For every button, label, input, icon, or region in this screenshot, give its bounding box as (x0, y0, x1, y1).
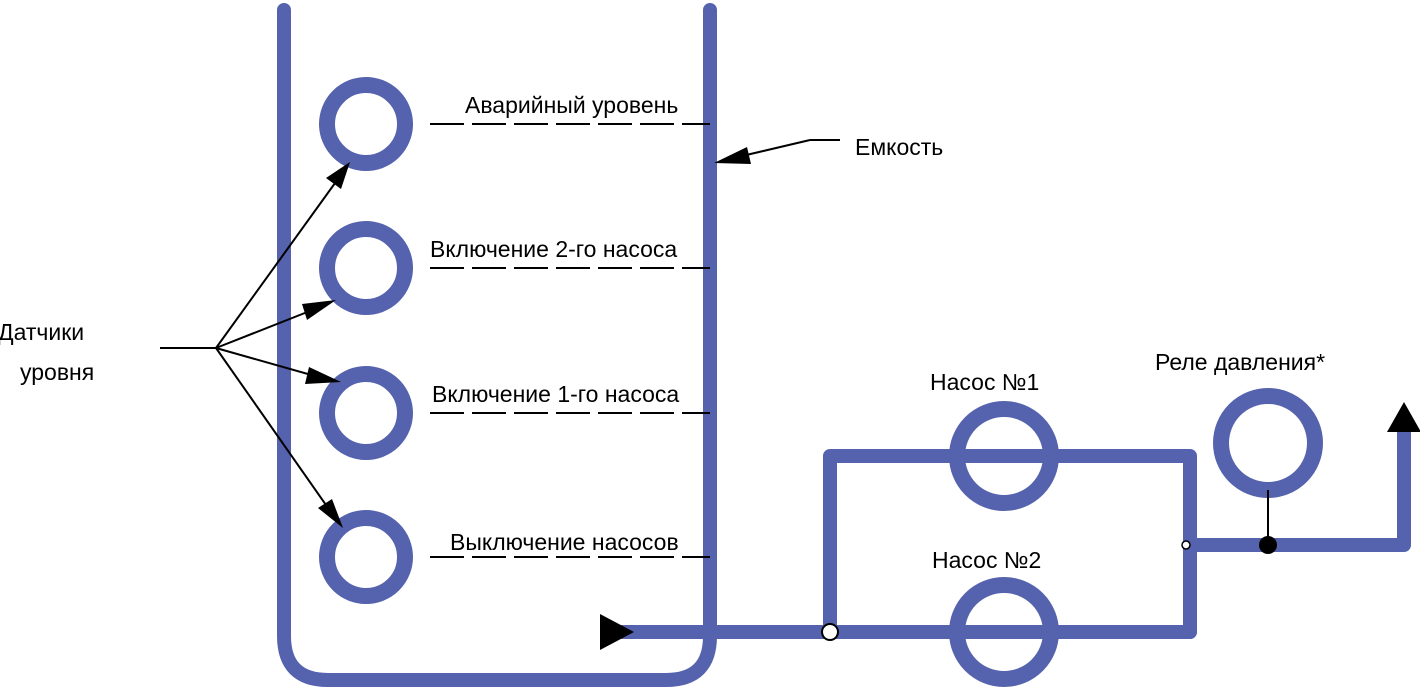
pipe-junction (821, 623, 839, 641)
pump-1 (949, 401, 1059, 511)
arrowhead-icon (326, 162, 350, 189)
pump-2 (949, 577, 1059, 687)
pump-bypass-loop (823, 449, 1197, 639)
tank-callout-line (741, 139, 811, 157)
pumps-off-label: Выключение насосов (450, 529, 679, 555)
sensor-arrow-line-4 (215, 347, 334, 516)
pressure-relay (1213, 388, 1323, 498)
tank-label: Емкость (855, 134, 943, 160)
arrowhead-icon (714, 147, 751, 164)
tank-wall (277, 3, 717, 687)
inlet-arrow-icon (600, 614, 634, 650)
sensor-arrow-line-1 (215, 171, 344, 349)
arrowhead-icon (318, 499, 343, 528)
pressure-relay-junction (1259, 536, 1277, 554)
level-sensor-pump1-on (319, 366, 413, 460)
sensors-label-line2: уровня (20, 359, 94, 385)
sensors-label-line1: Датчики (0, 319, 84, 345)
level-sensor-pumps-off (319, 510, 413, 604)
level-sensor-pump2-on (319, 221, 413, 315)
arrowhead-icon (305, 367, 341, 384)
emergency-level-label: Аварийный уровень (465, 92, 678, 118)
pump2-on-label: Включение 2-го насоса (430, 236, 677, 262)
arrowhead-icon (302, 300, 336, 320)
outlet-arrow-icon (1387, 402, 1420, 432)
pump-2-label: Насос №2 (932, 547, 1041, 573)
pump1-on-label: Включение 1-го насоса (432, 381, 679, 407)
pump-1-label: Насос №1 (930, 369, 1039, 395)
pressure-relay-label: Реле давления* (1155, 349, 1325, 375)
pipe-junction (1181, 540, 1191, 550)
level-sensor-emergency (319, 77, 413, 171)
sensor-arrow-line-2 (215, 306, 321, 349)
sensor-arrow-line-3 (215, 347, 323, 379)
